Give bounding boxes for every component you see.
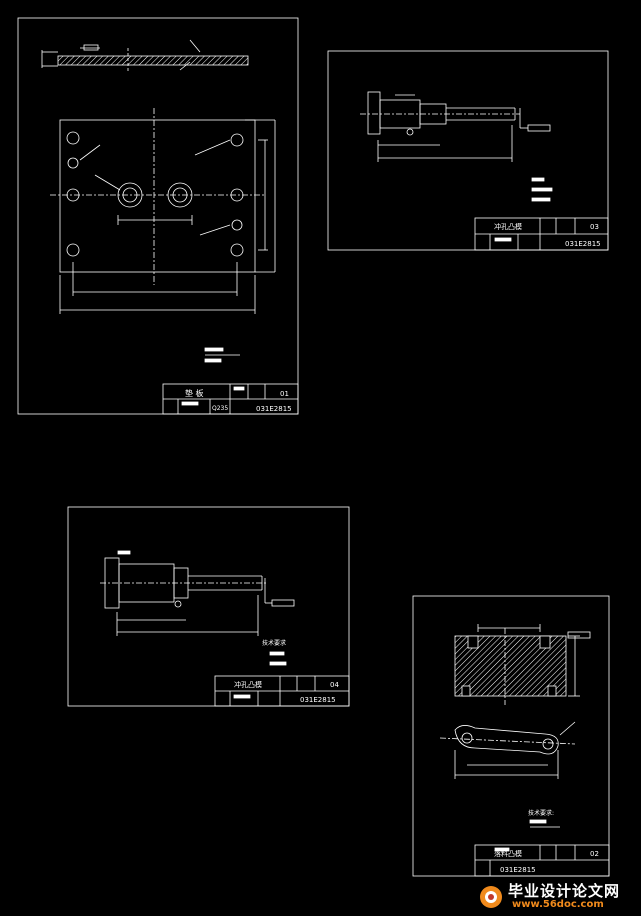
sheet-01-hole — [231, 219, 243, 231]
watermark: 毕业设计论文网 www.56doc.com — [470, 880, 638, 914]
sheet-02-title: 落料凸模 — [494, 849, 522, 858]
sheet-01-side-view — [57, 55, 249, 66]
sheet-04 — [67, 506, 350, 707]
sheet-01-border — [17, 17, 299, 415]
sheet-02-drawing-no: 02 — [590, 850, 599, 858]
watermark-logo-icon — [480, 886, 502, 908]
sheet-03-title: 冲孔凸模 — [494, 222, 522, 231]
sheet-02-note: 技术要求: — [528, 809, 554, 817]
sheet-01-punch-hole — [117, 182, 143, 208]
sheet-01 — [17, 17, 299, 415]
sheet-01-hole — [66, 188, 80, 202]
sheet-01-punch-hole — [167, 182, 193, 208]
sheet-04-code: 031E2815 — [300, 696, 336, 704]
sheet-01-plate — [59, 119, 256, 273]
sheet-02-plan-view — [454, 725, 559, 755]
sheet-01-title: 垫 板 — [185, 388, 204, 398]
sheet-01-material: Q235 — [212, 405, 228, 412]
sheet-02 — [412, 595, 610, 877]
sheet-01-code: 031E2815 — [256, 405, 292, 413]
sheet-01-hole — [230, 243, 244, 257]
sheet-03-drawing-no: 03 — [590, 223, 599, 231]
sheet-01-hole — [66, 243, 80, 257]
sheet-02-title-block — [474, 844, 610, 877]
sheet-04-note: 技术要求 — [262, 639, 286, 647]
sheet-03-punch-head — [367, 91, 381, 135]
sheet-04-border — [67, 506, 350, 707]
sheet-01-hole — [230, 133, 244, 147]
sheet-01-hole — [230, 188, 244, 202]
sheet-01-drawing-no: 01 — [280, 390, 289, 398]
sheet-04-title: 冲孔凸模 — [234, 680, 262, 689]
sheet-03-border — [327, 50, 609, 251]
sheet-01-hole — [67, 157, 79, 169]
watermark-url: www.56doc.com — [512, 899, 604, 910]
sheet-03 — [327, 50, 609, 251]
sheet-03-code: 031E2815 — [565, 240, 601, 248]
watermark-title: 毕业设计论文网 — [508, 882, 621, 900]
sheet-04-drawing-no: 04 — [330, 681, 339, 689]
sheet-01-hole — [66, 131, 80, 145]
sheet-02-code: 031E2815 — [500, 866, 536, 874]
